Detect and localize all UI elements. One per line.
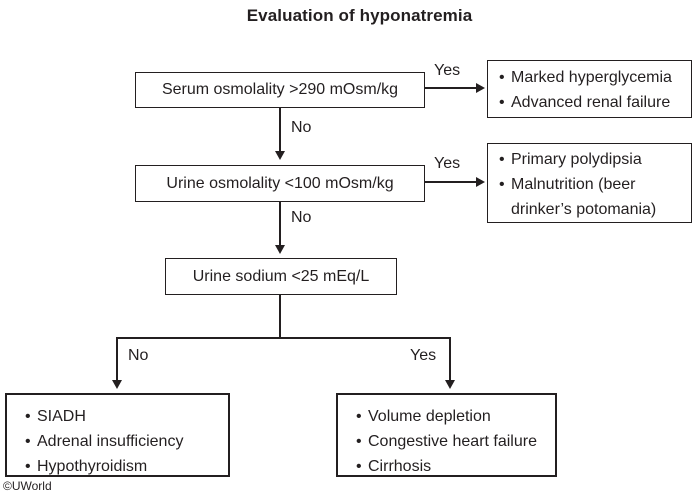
bullet-item: Primary polydipsia xyxy=(498,147,687,172)
outcome-box-polydipsia-list: Primary polydipsiaMalnutrition (beer dri… xyxy=(498,147,687,222)
arrow-yes-2-head-icon xyxy=(476,177,485,187)
branch-cross-line xyxy=(116,337,451,339)
arrow-yes-3-line xyxy=(449,337,451,381)
arrow-no-3-head-icon xyxy=(112,380,122,389)
branch-label-no-1: No xyxy=(291,119,312,136)
arrow-yes-3-head-icon xyxy=(445,380,455,389)
decision-box-urine-sodium: Urine sodium <25 mEq/L xyxy=(165,258,397,295)
bullet-item: Congestive heart failure xyxy=(355,429,551,454)
bullet-item: Adrenal insufficiency xyxy=(24,429,224,454)
branch-label-no-2: No xyxy=(291,209,312,226)
decision-box-urine-sodium-label: Urine sodium <25 mEq/L xyxy=(192,267,370,285)
arrow-yes-2-line xyxy=(425,181,476,183)
branch-stem-line xyxy=(279,295,281,339)
arrow-yes-1-line xyxy=(425,87,476,89)
outcome-box-hyperosmolar: Marked hyperglycemiaAdvanced renal failu… xyxy=(487,60,692,118)
bullet-item: Marked hyperglycemia xyxy=(498,65,687,90)
outcome-box-polydipsia: Primary polydipsiaMalnutrition (beer dri… xyxy=(487,143,692,223)
page-title: Evaluation of hyponatremia xyxy=(246,6,473,25)
decision-box-serum-osmolality: Serum osmolality >290 mOsm/kg xyxy=(135,72,425,108)
outcome-box-hypervolemic-list: Volume depletionCongestive heart failure… xyxy=(355,404,551,479)
uworld-watermark: ©UWorld xyxy=(3,479,52,493)
decision-box-urine-osmolality-label: Urine osmolality <100 mOsm/kg xyxy=(166,174,394,192)
branch-label-yes-3: Yes xyxy=(410,347,437,364)
arrow-no-3-line xyxy=(116,337,118,381)
branch-label-no-3: No xyxy=(128,347,149,364)
bullet-item: Hypothyroidism xyxy=(24,454,224,479)
arrow-no-1-line xyxy=(279,108,281,152)
arrow-no-2-head-icon xyxy=(275,245,285,254)
decision-box-serum-osmolality-label: Serum osmolality >290 mOsm/kg xyxy=(161,81,399,98)
bullet-item: SIADH xyxy=(24,404,224,429)
outcome-box-euvolemic-list: SIADHAdrenal insufficiencyHypothyroidism xyxy=(24,404,224,479)
outcome-box-euvolemic: SIADHAdrenal insufficiencyHypothyroidism xyxy=(5,393,230,479)
arrow-yes-1-head-icon xyxy=(476,83,485,93)
bullet-item: Malnutrition (beer drinker’s potomania) xyxy=(498,172,687,222)
arrow-no-1-head-icon xyxy=(275,151,285,160)
bullet-item: Advanced renal failure xyxy=(498,90,687,115)
branch-label-yes-1: Yes xyxy=(434,62,461,79)
branch-label-yes-2: Yes xyxy=(434,155,461,172)
arrow-no-2-line xyxy=(279,202,281,246)
outcome-box-hypervolemic: Volume depletionCongestive heart failure… xyxy=(336,393,557,479)
bullet-item: Cirrhosis xyxy=(355,454,551,479)
bullet-item: Volume depletion xyxy=(355,404,551,429)
outcome-box-hyperosmolar-list: Marked hyperglycemiaAdvanced renal failu… xyxy=(498,65,687,115)
decision-box-urine-osmolality: Urine osmolality <100 mOsm/kg xyxy=(135,165,425,202)
